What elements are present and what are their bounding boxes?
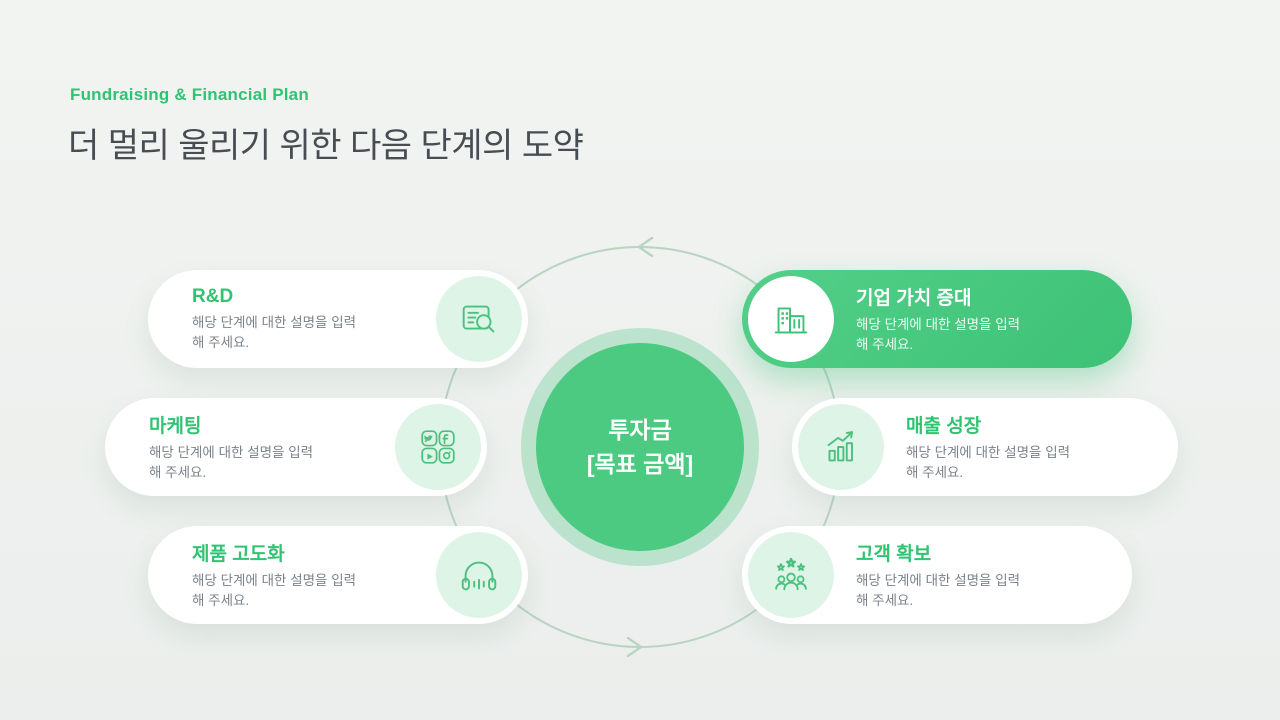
center-line2: [목표 금액] bbox=[586, 451, 694, 477]
card-rd: R&D 해당 단계에 대한 설명을 입력 해 주세요. bbox=[148, 270, 528, 368]
buildings-icon bbox=[748, 276, 834, 362]
document-search-icon bbox=[436, 276, 522, 362]
center-line1: 투자금 bbox=[608, 416, 672, 443]
card-rd-desc: 해당 단계에 대한 설명을 입력 해 주세요. bbox=[192, 314, 357, 350]
people-stars-icon bbox=[748, 532, 834, 618]
card-corporate-value-desc: 해당 단계에 대한 설명을 입력 해 주세요. bbox=[856, 317, 1021, 352]
investment-goal-circle: 투자금 [목표 금액] bbox=[536, 343, 744, 551]
card-customer-acquisition-title: 고객 확보 bbox=[856, 544, 932, 566]
card-rd-title: R&D bbox=[192, 285, 234, 307]
page-title: 더 멀리 울리기 위한 다음 단계의 도약 bbox=[68, 127, 584, 165]
card-product-title: 제품 고도화 bbox=[192, 544, 285, 566]
card-product: 제품 고도화 해당 단계에 대한 설명을 입력 해 주세요. bbox=[148, 526, 528, 624]
social-media-icon bbox=[395, 404, 481, 490]
card-corporate-value-title: 기업 가치 증대 bbox=[856, 288, 972, 310]
card-revenue-growth-desc: 해당 단계에 대한 설명을 입력 해 주세요. bbox=[906, 445, 1071, 480]
cycle-arrow-top-icon bbox=[637, 236, 654, 258]
card-customer-acquisition: 고객 확보 해당 단계에 대한 설명을 입력 해 주세요. bbox=[742, 526, 1132, 624]
headphones-icon bbox=[436, 532, 522, 618]
cycle-arrow-bottom-icon bbox=[626, 636, 643, 658]
card-revenue-growth-title: 매출 성장 bbox=[906, 416, 982, 438]
card-revenue-growth: 매출 성장 해당 단계에 대한 설명을 입력 해 주세요. bbox=[792, 398, 1178, 496]
card-marketing-desc: 해당 단계에 대한 설명을 입력 해 주세요. bbox=[149, 445, 314, 480]
growth-chart-icon bbox=[798, 404, 884, 490]
card-customer-acquisition-desc: 해당 단계에 대한 설명을 입력 해 주세요. bbox=[856, 573, 1021, 608]
card-marketing: 마케팅 해당 단계에 대한 설명을 입력 해 주세요. bbox=[105, 398, 487, 496]
slide-eyebrow: Fundraising & Financial Plan bbox=[70, 85, 309, 104]
card-marketing-title: 마케팅 bbox=[149, 416, 202, 438]
card-corporate-value: 기업 가치 증대 해당 단계에 대한 설명을 입력 해 주세요. bbox=[742, 270, 1132, 368]
card-product-desc: 해당 단계에 대한 설명을 입력 해 주세요. bbox=[192, 573, 357, 608]
